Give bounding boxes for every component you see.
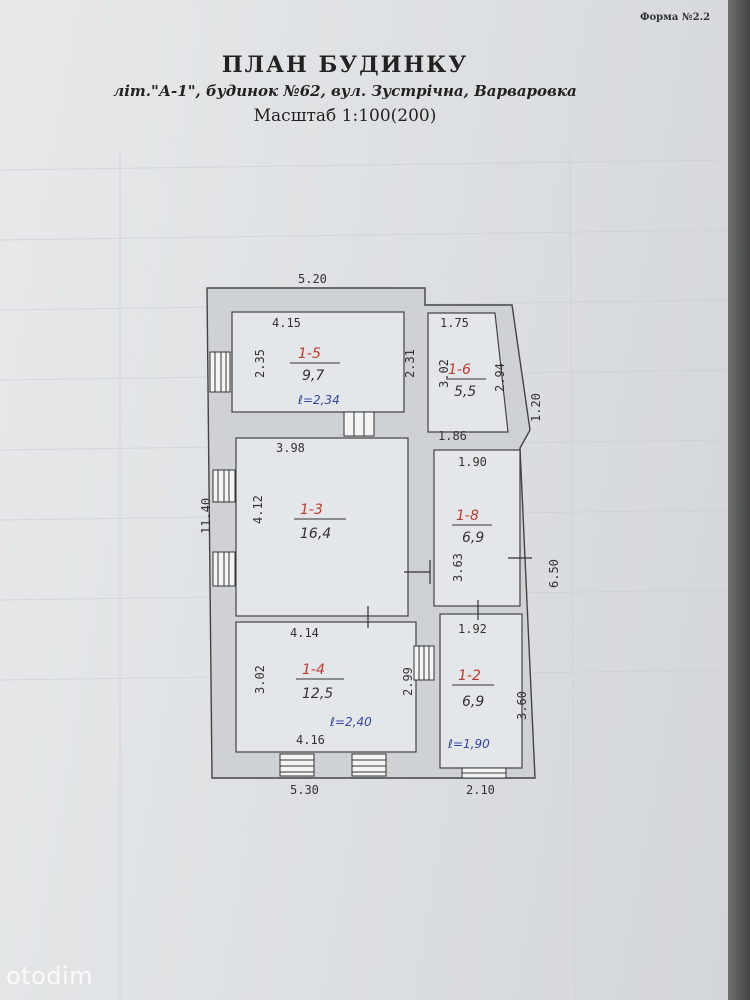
dim-left-total: 11.40 (199, 498, 213, 534)
room-1-2-id: 1-2 (458, 668, 481, 684)
dim-r14-left: 3.02 (253, 665, 267, 694)
room-1-6-floor (427, 312, 509, 433)
floor-plan: 5.20 4.15 2.35 2.31 1.75 3.02 2.94 1.20 … (0, 149, 728, 1000)
room-1-2-area: 6,9 (462, 694, 484, 710)
dim-right-total: 6.50 (547, 559, 561, 588)
room-1-6-label: 1-6 5,5 (446, 362, 486, 400)
dim-r14-width-top: 4.14 (290, 626, 319, 640)
room-1-3-area: 16,4 (300, 526, 331, 542)
dim-r12-width: 1.92 (458, 622, 487, 636)
room-1-4-label: 1-4 12,5 ℓ=2,40 (296, 662, 372, 729)
room-1-5-id: 1-5 (298, 346, 321, 362)
dim-r16-right: 2.94 (493, 363, 507, 392)
scale-label: Масштаб 1:100(200) (253, 106, 437, 126)
dim-r12-height: 3.60 (515, 691, 529, 720)
room-1-4-id: 1-4 (302, 662, 325, 678)
dim-r18-width: 1.90 (458, 455, 487, 469)
room-1-4-height: ℓ=2,40 (329, 715, 372, 729)
room-1-6-id: 1-6 (448, 362, 471, 378)
windows (209, 351, 507, 779)
form-number: Форма №2.2 (640, 12, 711, 23)
page-edge-shadow (728, 0, 750, 1000)
dim-r15-right: 2.31 (403, 349, 417, 378)
room-1-5-height: ℓ=2,34 (297, 393, 340, 407)
room-1-3-id: 1-3 (300, 502, 323, 518)
dim-r14-right: 2.99 (401, 667, 415, 696)
room-1-4-area: 12,5 (302, 686, 333, 702)
room-1-8-id: 1-8 (456, 508, 479, 524)
address-subtitle: літ."А-1", будинок №62, вул. Зустрічна, … (113, 82, 577, 100)
room-1-2-label: 1-2 6,9 ℓ=1,90 (447, 668, 494, 751)
background-grid (0, 149, 728, 1000)
room-1-2-height: ℓ=1,90 (447, 737, 490, 751)
dim-r13-height: 4.12 (251, 495, 265, 524)
dim-r15-left: 2.35 (253, 349, 267, 378)
dim-side-120: 1.20 (529, 393, 543, 422)
room-1-4-floor (235, 621, 417, 753)
dim-r14-width-bottom: 4.16 (296, 733, 325, 747)
room-1-3-label: 1-3 16,4 (294, 502, 346, 542)
room-1-6-area: 5,5 (454, 384, 476, 400)
room-1-8-label: 1-8 6,9 (452, 508, 492, 546)
page-title: ПЛАН БУДИНКУ (221, 52, 469, 78)
dim-r16-bottom: 1.86 (438, 429, 467, 443)
room-1-8-area: 6,9 (462, 530, 484, 546)
doors (367, 557, 532, 628)
dim-r16-width: 1.75 (440, 316, 469, 330)
dim-r16-left: 3.02 (437, 359, 451, 388)
dim-r13-width: 3.98 (276, 441, 305, 455)
dim-bottom-right: 2.10 (466, 783, 495, 797)
room-1-5-label: 1-5 9,7 ℓ=2,34 (290, 346, 340, 407)
dim-r15-width: 4.15 (272, 316, 301, 330)
room-1-3-floor (235, 437, 409, 617)
room-1-5-floor (231, 311, 405, 413)
room-1-2-floor (439, 613, 523, 769)
room-1-5-area: 9,7 (302, 368, 324, 384)
watermark-logo: otodim (6, 962, 94, 990)
room-1-8-floor (433, 449, 521, 607)
dim-r18-height: 3.63 (451, 553, 465, 582)
dim-top-total: 5.20 (298, 272, 327, 286)
dim-bottom-left: 5.30 (290, 783, 319, 797)
walls (206, 287, 536, 779)
